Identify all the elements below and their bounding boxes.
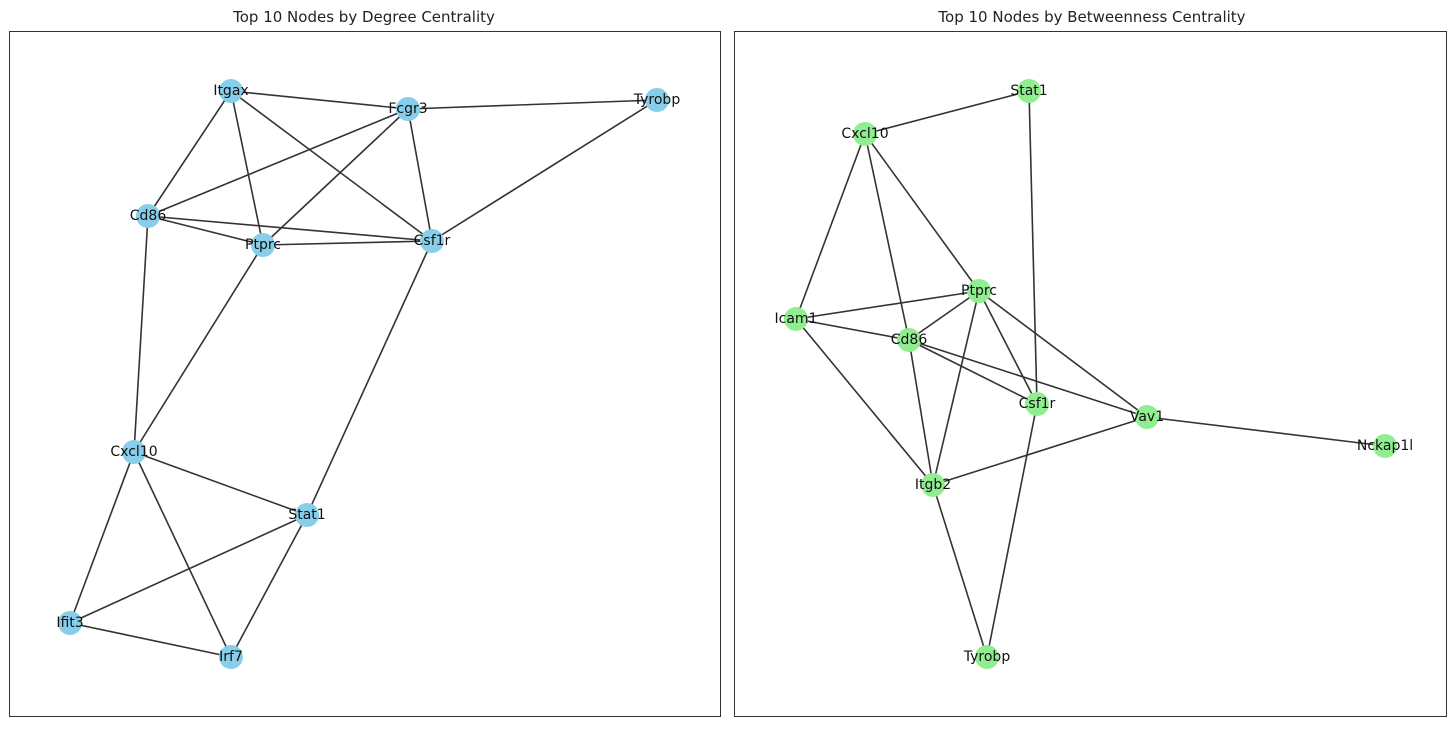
- edge-stat1-irf7: [230, 514, 308, 658]
- node-label-tyrobp: Tyrobp: [963, 649, 1011, 665]
- node-label-ptprc: Ptprc: [961, 283, 997, 299]
- edge-csf1r-tyrobp: [986, 403, 1038, 658]
- node-vav1: [1135, 405, 1159, 429]
- edge-ifit3-irf7: [69, 622, 232, 658]
- node-cxcl10: [122, 440, 146, 464]
- edge-csf1r-stat1: [306, 240, 433, 516]
- edge-fcgr3-cd86: [147, 108, 409, 217]
- node-label-stat1: Stat1: [1010, 83, 1047, 99]
- edge-cd86-itgb2: [908, 339, 934, 486]
- edge-fcgr3-csf1r: [407, 108, 433, 242]
- node-label-itgb2: Itgb2: [915, 477, 951, 493]
- nodes-group: Stat1Cxcl10PtprcIcam1Cd86Csf1rVav1Nckap1…: [775, 79, 1413, 669]
- edge-cxcl10-cd86: [864, 133, 910, 341]
- degree-plot-frame: [9, 31, 721, 717]
- node-itgax: [219, 79, 243, 103]
- betweenness-panel: Top 10 Nodes by Betweenness Centrality S…: [728, 0, 1456, 729]
- edge-ptprc-itgb2: [932, 290, 980, 486]
- node-label-cd86: Cd86: [130, 208, 167, 224]
- edge-stat1-ifit3: [69, 514, 308, 624]
- edge-stat1-csf1r: [1028, 90, 1038, 405]
- edge-itgb2-tyrobp: [932, 484, 988, 658]
- edges-group: [795, 90, 1386, 658]
- node-tyrobp: [975, 645, 999, 669]
- edge-ptprc-csf1r: [978, 290, 1038, 405]
- node-irf7: [219, 645, 243, 669]
- edge-cd86-cxcl10: [133, 215, 149, 453]
- node-itgb2: [921, 473, 945, 497]
- edge-ptprc-icam1: [795, 290, 980, 320]
- node-cd86: [136, 204, 160, 228]
- edge-ptprc-cxcl10: [133, 244, 264, 453]
- edge-cd86-csf1r: [908, 339, 1038, 405]
- edge-stat1-cxcl10: [864, 90, 1030, 135]
- node-cxcl10: [853, 122, 877, 146]
- node-label-fcgr3: Fcgr3: [388, 101, 427, 117]
- node-icam1: [784, 307, 808, 331]
- edge-vav1-nckap1l: [1146, 416, 1386, 447]
- edge-fcgr3-ptprc: [262, 108, 409, 246]
- edge-icam1-itgb2: [795, 318, 934, 486]
- edge-vav1-itgb2: [932, 416, 1148, 486]
- node-ptprc: [251, 233, 275, 257]
- node-nckap1l: [1373, 434, 1397, 458]
- node-stat1: [295, 503, 319, 527]
- node-fcgr3: [396, 97, 420, 121]
- edge-cxcl10-icam1: [795, 133, 866, 320]
- node-label-csf1r: Csf1r: [414, 233, 451, 249]
- betweenness-panel-title: Top 10 Nodes by Betweenness Centrality: [938, 8, 1246, 26]
- betweenness-network-graph: Stat1Cxcl10PtprcIcam1Cd86Csf1rVav1Nckap1…: [775, 79, 1413, 669]
- node-ifit3: [58, 611, 82, 635]
- node-stat1: [1017, 79, 1041, 103]
- node-ptprc: [967, 279, 991, 303]
- node-label-itgax: Itgax: [213, 83, 248, 99]
- node-cd86: [897, 328, 921, 352]
- edge-cd86-vav1: [908, 339, 1148, 418]
- edge-cxcl10-stat1: [133, 451, 308, 516]
- node-label-ifit3: Ifit3: [56, 615, 83, 631]
- node-label-cxcl10: Cxcl10: [110, 444, 157, 460]
- edges-group: [69, 90, 658, 658]
- edge-cd86-ptprc: [147, 215, 264, 246]
- edge-tyrobp-csf1r: [431, 99, 658, 242]
- node-tyrobp: [645, 88, 669, 112]
- node-label-icam1: Icam1: [775, 311, 818, 327]
- node-label-ptprc: Ptprc: [245, 237, 281, 253]
- degree-panel-title: Top 10 Nodes by Degree Centrality: [233, 8, 495, 26]
- edge-ptprc-csf1r: [262, 240, 433, 246]
- edge-fcgr3-tyrobp: [407, 99, 658, 110]
- node-label-irf7: Irf7: [219, 649, 243, 665]
- edge-icam1-cd86: [795, 318, 910, 341]
- edge-itgax-fcgr3: [230, 90, 409, 110]
- edge-itgax-csf1r: [230, 90, 433, 242]
- node-label-nckap1l: Nckap1l: [1357, 438, 1413, 454]
- node-label-vav1: Vav1: [1130, 409, 1164, 425]
- node-label-cxcl10: Cxcl10: [841, 126, 888, 142]
- node-label-csf1r: Csf1r: [1019, 396, 1056, 412]
- edge-cxcl10-ifit3: [69, 451, 135, 624]
- edge-cxcl10-irf7: [133, 451, 232, 658]
- edge-cd86-csf1r: [147, 215, 433, 242]
- edge-itgax-ptprc: [230, 90, 264, 246]
- edge-ptprc-cd86: [908, 290, 980, 341]
- edge-ptprc-vav1: [978, 290, 1148, 418]
- node-label-cd86: Cd86: [891, 332, 928, 348]
- edge-cxcl10-ptprc: [864, 133, 980, 292]
- node-label-tyrobp: Tyrobp: [633, 92, 681, 108]
- node-label-stat1: Stat1: [288, 507, 325, 523]
- node-csf1r: [1025, 392, 1049, 416]
- edge-itgax-cd86: [147, 90, 232, 217]
- node-csf1r: [420, 229, 444, 253]
